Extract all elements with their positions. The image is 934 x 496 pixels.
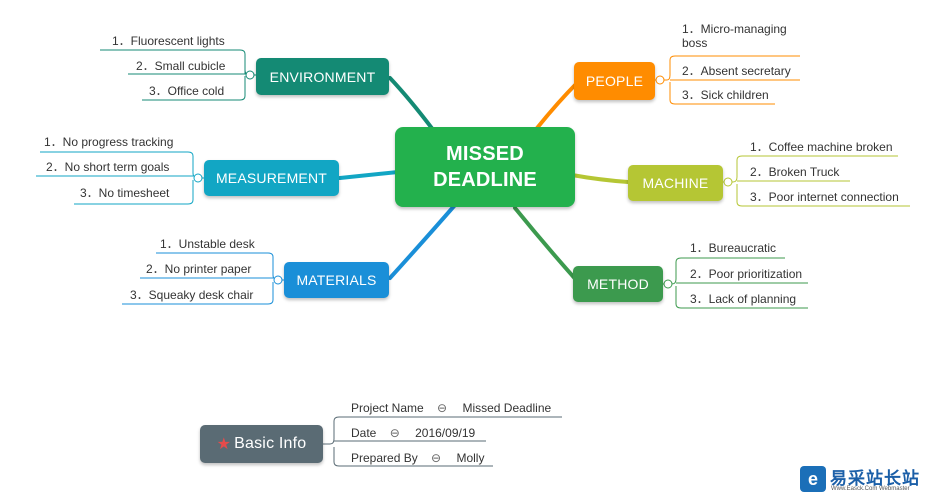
info-key: Prepared By	[351, 451, 418, 465]
branch-machine[interactable]: MACHINE	[628, 165, 723, 201]
connector-measurement	[338, 170, 400, 180]
branch-machine-label: MACHINE	[642, 175, 709, 191]
branch-measurement-label: MEASUREMENT	[215, 170, 328, 186]
branch-materials-label: MATERIALS	[296, 272, 377, 288]
materials-item-1[interactable]: 1．Unstable desk	[160, 237, 255, 251]
materials-item-2[interactable]: 2．No printer paper	[146, 262, 252, 276]
collapse-icon[interactable]: ⊖	[431, 451, 442, 465]
materials-item-3[interactable]: 3．Squeaky desk chair	[130, 288, 254, 302]
connector-method	[513, 206, 580, 284]
measurement-item-3[interactable]: 3．No timesheet	[80, 186, 170, 200]
method-item-3[interactable]: 3．Lack of planning	[690, 292, 797, 306]
collapse-icon[interactable]: ⊖	[389, 426, 400, 440]
branch-people[interactable]: PEOPLE	[574, 62, 655, 100]
collapse-icon[interactable]: ⊖	[437, 401, 448, 415]
watermark-logo: e 易采站长站 Www.Easck.Com Webmaster	[800, 464, 934, 496]
info-row-date[interactable]: Date ⊖ 2016/09/19	[351, 426, 475, 440]
info-value: Molly	[456, 451, 485, 465]
basic-info-node[interactable]: ★ Basic Info	[200, 425, 323, 463]
branch-method[interactable]: METHOD	[573, 266, 663, 302]
machine-item-3[interactable]: 3．Poor internet connection	[750, 190, 899, 204]
central-topic[interactable]: MISSED DEADLINE	[395, 127, 575, 207]
connector-materials	[388, 203, 457, 280]
branch-environment-label: ENVIRONMENT	[269, 68, 376, 85]
info-key: Date	[351, 426, 377, 440]
env-item-2[interactable]: 2．Small cubicle	[136, 59, 226, 73]
people-item-2[interactable]: 2．Absent secretary	[682, 64, 791, 78]
branch-environment[interactable]: ENVIRONMENT	[256, 58, 389, 95]
measurement-item-2[interactable]: 2．No short term goals	[46, 160, 170, 174]
env-sublines	[100, 49, 256, 101]
machine-item-1[interactable]: 1．Coffee machine broken	[750, 140, 893, 154]
people-item-3[interactable]: 3．Sick children	[682, 88, 769, 102]
materials-sublines	[122, 252, 284, 305]
branch-people-label: PEOPLE	[585, 73, 644, 89]
measurement-sublines	[36, 151, 204, 205]
info-key: Project Name	[351, 401, 424, 415]
env-item-1[interactable]: 1．Fluorescent lights	[112, 34, 225, 48]
central-topic-line1: MISSED	[446, 143, 524, 165]
branch-materials[interactable]: MATERIALS	[284, 262, 389, 298]
method-item-2[interactable]: 2．Poor prioritization	[690, 267, 803, 281]
info-value: 2016/09/19	[415, 426, 476, 440]
central-topic-line2: DEADLINE	[433, 169, 537, 191]
machine-sublines	[723, 155, 910, 207]
info-row-prepared-by[interactable]: Prepared By ⊖ Molly	[351, 451, 484, 465]
watermark-e-icon: e	[800, 466, 826, 492]
star-icon: ★	[216, 436, 232, 453]
basic-info-sublines	[323, 416, 562, 467]
measurement-item-1[interactable]: 1．No progress tracking	[44, 135, 174, 149]
basic-info-label: Basic Info	[234, 435, 307, 452]
method-item-1[interactable]: 1．Bureaucratic	[690, 241, 777, 255]
people-sublines	[655, 55, 800, 105]
connector-machine	[570, 173, 630, 184]
env-item-3[interactable]: 3．Office cold	[149, 84, 225, 98]
machine-item-2[interactable]: 2．Broken Truck	[750, 165, 840, 179]
branch-measurement[interactable]: MEASUREMENT	[204, 160, 339, 196]
method-sublines	[663, 257, 808, 309]
watermark-subtext: Www.Easck.Com Webmaster	[831, 486, 910, 492]
people-item-1[interactable]: 1．Micro-managing boss	[682, 22, 787, 50]
watermark-text: 易采站长站	[830, 469, 920, 488]
branch-method-label: METHOD	[587, 276, 649, 292]
info-row-project-name[interactable]: Project Name ⊖ Missed Deadline	[351, 401, 551, 415]
info-value: Missed Deadline	[462, 401, 552, 415]
